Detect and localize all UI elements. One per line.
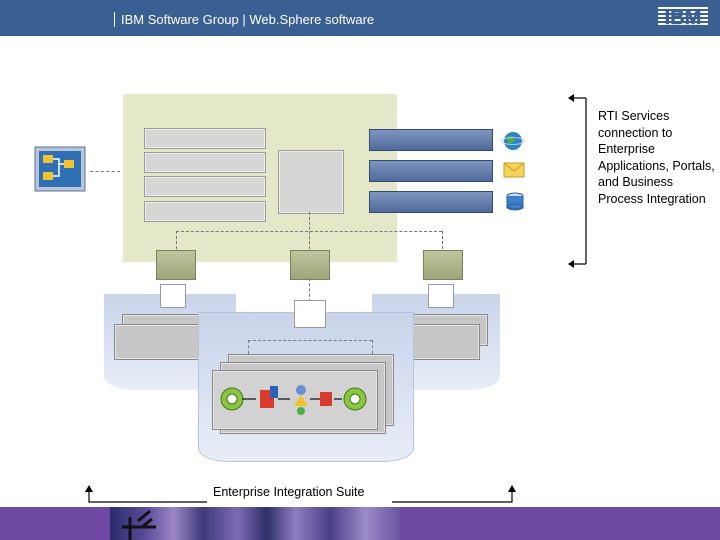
header-bar (0, 0, 720, 36)
document-left (160, 284, 186, 308)
center-inner-line (248, 340, 372, 341)
envelope-icon (503, 161, 525, 179)
service-row-1 (144, 128, 266, 149)
center-inner-drop-b (372, 340, 373, 354)
service-engine-box (278, 150, 344, 214)
process-flow-icon (218, 382, 372, 416)
center-feed-line (309, 278, 310, 302)
rti-span-arrow (568, 94, 587, 268)
document-right (428, 284, 454, 308)
document-center (294, 300, 326, 328)
workstation-connector (90, 171, 120, 172)
connector-bar-1 (369, 129, 493, 151)
adapter-box-right (423, 250, 463, 280)
footer-photo-strip (110, 507, 400, 540)
svg-text:IBM: IBM (665, 7, 702, 28)
ibm-logo: IBM IBM (658, 7, 708, 28)
suite-span-arrow (85, 485, 516, 503)
connector-bar-2 (369, 160, 493, 182)
suite-label: Enterprise Integration Suite (213, 485, 365, 499)
header-title: IBM Software Group | Web.Sphere software (114, 12, 374, 27)
drop-left (176, 231, 177, 249)
service-row-2 (144, 152, 266, 173)
center-inner-drop-a (248, 340, 249, 354)
connector-bar-3 (369, 191, 493, 213)
rti-annotation-text: RTI Services connection to Enterprise Ap… (598, 109, 715, 206)
adapter-box-center (290, 250, 330, 280)
workstation-icon (34, 146, 86, 194)
adapter-box-left (156, 250, 196, 280)
service-row-4 (144, 201, 266, 222)
service-row-3 (144, 176, 266, 197)
drop-right (442, 231, 443, 249)
globe-icon (501, 130, 525, 152)
drop-center (309, 212, 310, 249)
hand-icon (122, 509, 156, 540)
database-icon (504, 191, 526, 213)
